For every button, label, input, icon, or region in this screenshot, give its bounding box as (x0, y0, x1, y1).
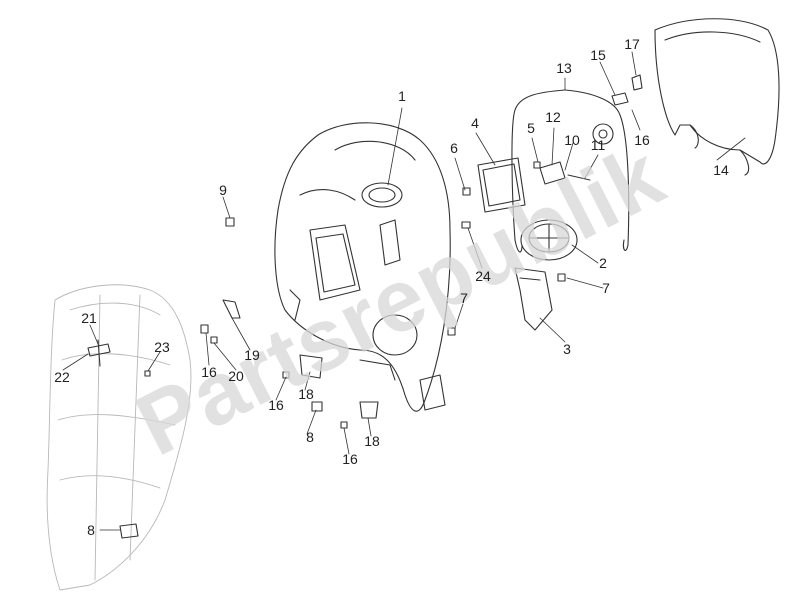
fasteners (87, 161, 566, 539)
part-label-5: 5 (527, 120, 535, 136)
part-label-7: 7 (460, 290, 468, 306)
part-label-1: 1 (398, 88, 406, 104)
part-label-6: 6 (450, 140, 458, 156)
part-label-4: 4 (471, 115, 479, 131)
part-label-2: 2 (599, 255, 607, 271)
part-label-11: 11 (590, 137, 606, 153)
part-label-24: 24 (475, 268, 491, 284)
part-label-8: 8 (306, 429, 314, 445)
part-label-7: 7 (602, 280, 610, 296)
part-label-12: 12 (545, 109, 561, 125)
part-label-8: 8 (87, 522, 95, 538)
cup-holder (520, 219, 578, 261)
part-label-22: 22 (54, 369, 70, 385)
part-label-16: 16 (268, 397, 284, 413)
part-label-21: 21 (81, 310, 97, 326)
part-label-20: 20 (228, 368, 244, 384)
part-label-10: 10 (564, 132, 580, 148)
part-label-19: 19 (244, 347, 260, 363)
part-label-23: 23 (154, 339, 170, 355)
part-label-18: 18 (364, 433, 380, 449)
leg-shield (274, 122, 451, 412)
part-label-16: 16 (342, 451, 358, 467)
part-label-13: 13 (556, 60, 572, 76)
front-shield-ghost (46, 284, 192, 591)
part-label-17: 17 (624, 36, 640, 52)
part-label-16: 16 (201, 364, 217, 380)
part-label-9: 9 (219, 182, 227, 198)
part-label-16: 16 (634, 132, 650, 148)
spring-clip (611, 74, 643, 106)
bracket (514, 267, 553, 331)
part-label-15: 15 (590, 47, 606, 63)
part-label-14: 14 (713, 162, 729, 178)
part-label-3: 3 (563, 341, 571, 357)
cable (511, 89, 630, 253)
glovebox-lid (477, 157, 526, 213)
latch-assembly (539, 123, 614, 185)
back-cover (654, 18, 780, 176)
part-label-18: 18 (298, 386, 314, 402)
leader-lines (62, 51, 746, 531)
